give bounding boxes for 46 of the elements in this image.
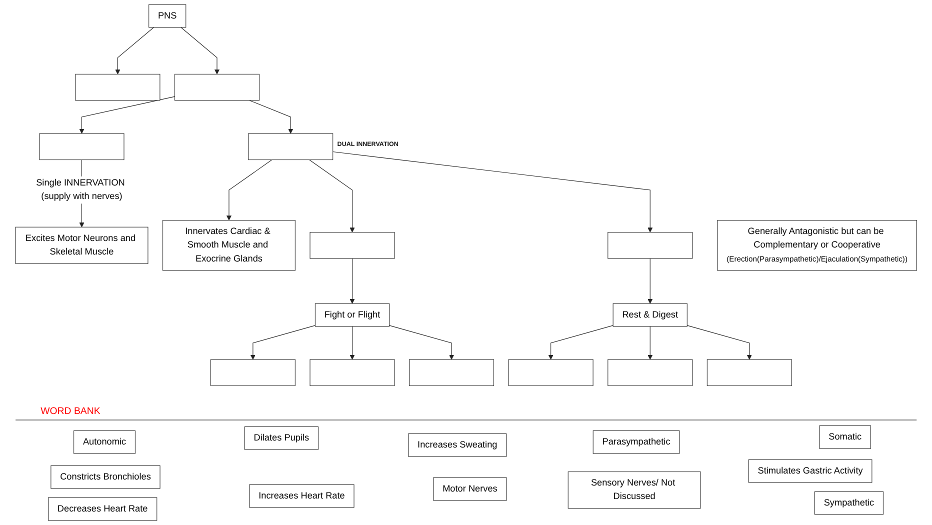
node-box: PNS	[148, 4, 186, 28]
node-box: Increases Heart Rate	[249, 484, 354, 508]
node-box: Constricts Bronchioles	[50, 465, 160, 489]
node-box: Sensory Nerves/ Not Discussed	[568, 472, 701, 509]
node-box	[706, 359, 792, 386]
edge-label: Single INNERVATION (supply with nerves)	[36, 178, 125, 202]
arrow	[548, 325, 614, 360]
node-box	[408, 359, 494, 386]
node-box: Parasympathetic	[592, 430, 680, 454]
node-box	[508, 359, 594, 386]
node-box: Rest & Digest	[612, 303, 688, 327]
node-box	[608, 232, 693, 259]
arrow	[648, 258, 653, 304]
node-box	[608, 359, 693, 386]
node-box: Dilates Pupils	[244, 426, 318, 450]
arrow	[388, 325, 454, 360]
node-box: Increases Sweating	[408, 433, 507, 457]
arrow	[350, 326, 355, 360]
node-box	[210, 359, 296, 386]
node-box: Fight or Flight	[314, 303, 390, 327]
arrow	[115, 27, 154, 74]
node-box: Stimulates Gastric Activity	[748, 459, 872, 483]
arrow	[332, 151, 653, 232]
node-box	[75, 74, 160, 101]
arrow	[686, 325, 752, 360]
node-box	[310, 359, 395, 386]
node-box	[174, 74, 260, 101]
node-box: Decreases Heart Rate	[48, 497, 158, 521]
arrow	[250, 325, 316, 360]
arrow	[350, 258, 355, 304]
arrow	[79, 96, 175, 134]
arrow	[226, 160, 272, 220]
arrow	[648, 326, 653, 360]
arrow	[249, 100, 294, 134]
arrow	[180, 27, 220, 74]
node-box: Excites Motor Neurons and Skeletal Muscle	[15, 226, 148, 264]
node-box	[39, 133, 124, 160]
node-box: Innervates Cardiac & Smooth Muscle and Exocrine Glands	[162, 220, 296, 271]
node-box	[248, 133, 334, 160]
node-box: Sympathetic	[814, 491, 884, 515]
node-box: Autonomic	[73, 430, 136, 454]
node-box: Motor Nerves	[433, 477, 507, 501]
node-box	[310, 232, 395, 259]
section-heading: WORD BANK	[40, 405, 100, 417]
arrow	[308, 160, 355, 232]
node-box: Somatic	[819, 425, 871, 449]
